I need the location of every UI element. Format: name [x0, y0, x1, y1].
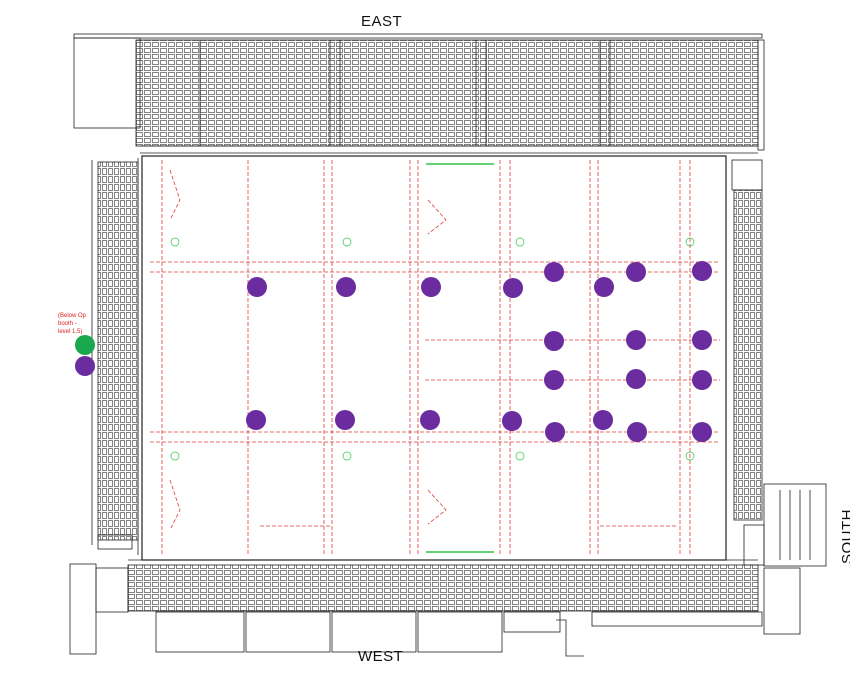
op-booth-note: (Below Op booth - level 1.5)	[58, 312, 98, 336]
rigging-point	[692, 330, 712, 350]
rigging-point	[335, 410, 355, 430]
rigging-point	[246, 410, 266, 430]
green-circle-icon	[75, 335, 95, 355]
east-seating	[73, 33, 765, 154]
rigging-point	[626, 330, 646, 350]
rigging-point	[420, 410, 440, 430]
south-label: SOUTH	[839, 509, 850, 564]
rigging-point	[692, 261, 712, 281]
rigging-point	[692, 370, 712, 390]
note-line-1: (Below Op	[58, 313, 87, 319]
rigging-point	[421, 277, 441, 297]
rigging-point	[503, 278, 523, 298]
note-line-2: booth -	[58, 321, 77, 327]
rigging-point	[545, 422, 565, 442]
note-line-3: level 1.5)	[58, 329, 83, 335]
rigging-point	[502, 411, 522, 431]
east-label: EAST	[361, 13, 403, 30]
rigging-point	[593, 410, 613, 430]
west-seating	[69, 559, 763, 657]
west-label: WEST	[358, 648, 404, 665]
rigging-point	[247, 277, 267, 297]
floor-grid	[150, 160, 720, 555]
rigging-point	[336, 277, 356, 297]
rigging-point	[626, 369, 646, 389]
rigging-point	[692, 422, 712, 442]
rigging-point	[544, 262, 564, 282]
rigging-point	[627, 422, 647, 442]
stage-edges	[426, 163, 494, 553]
arena-floor-outline	[141, 155, 727, 561]
rigging-point	[544, 370, 564, 390]
purple-circle-icon	[75, 356, 95, 376]
rigging-point	[594, 277, 614, 297]
south-seating	[725, 159, 827, 635]
rigging-point	[544, 331, 564, 351]
rigging-point	[626, 262, 646, 282]
north-seating	[91, 158, 139, 555]
